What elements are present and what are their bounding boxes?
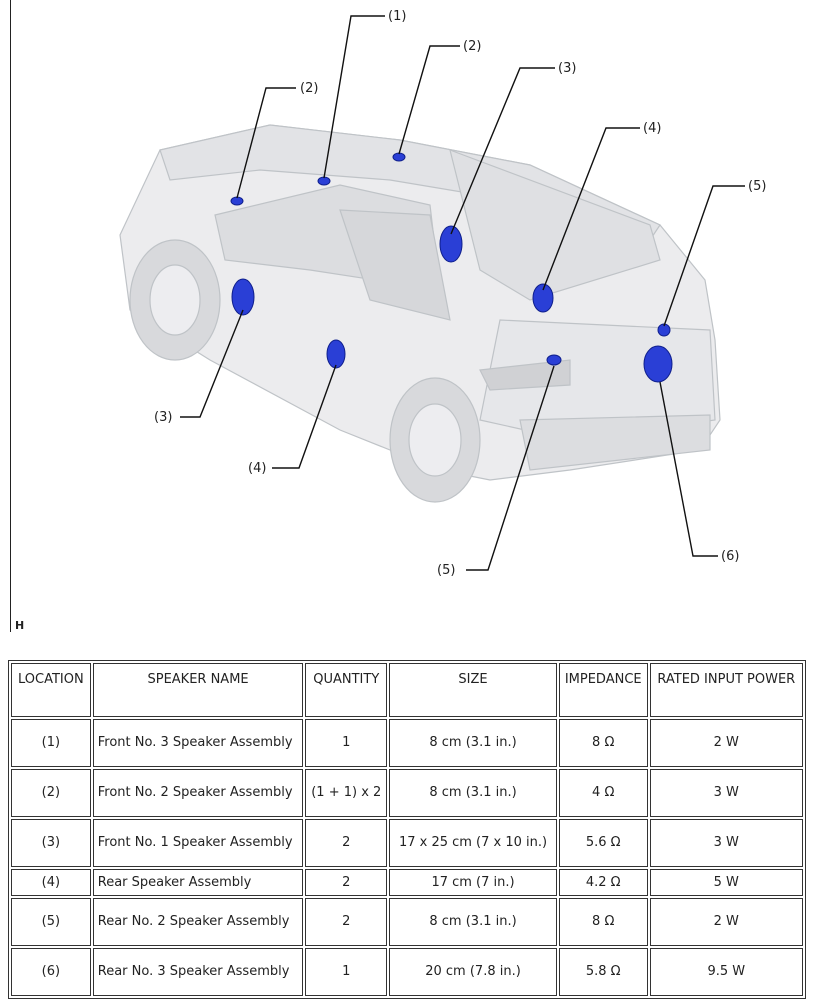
cell-location: (2) <box>11 769 91 817</box>
cell-speaker-name: Rear No. 2 Speaker Assembly <box>92 898 304 946</box>
cell-location: (3) <box>11 819 91 867</box>
cell-power: 2 W <box>649 719 803 767</box>
cell-power: 2 W <box>649 898 803 946</box>
callout-2-right: (2) <box>463 39 481 54</box>
cell-location: (4) <box>11 869 91 896</box>
cell-impedance: 8 Ω <box>558 719 648 767</box>
cell-speaker-name: Front No. 2 Speaker Assembly <box>92 769 304 817</box>
speaker-markers <box>230 152 673 383</box>
speaker-marker-3-right <box>439 225 463 263</box>
speaker-marker-4-right <box>532 283 554 313</box>
cell-quantity: 2 <box>305 819 388 867</box>
table-row: (2) Front No. 2 Speaker Assembly (1 + 1)… <box>11 769 803 817</box>
cell-impedance: 5.6 Ω <box>558 819 648 867</box>
cell-power: 3 W <box>649 769 803 817</box>
cell-impedance: 4 Ω <box>558 769 648 817</box>
speaker-spec-table: LOCATION SPEAKER NAME QUANTITY SIZE IMPE… <box>8 660 806 999</box>
table-row: (6) Rear No. 3 Speaker Assembly 1 20 cm … <box>11 948 803 996</box>
cell-location: (1) <box>11 719 91 767</box>
speaker-marker-2-left <box>230 196 244 206</box>
header-quantity: QUANTITY <box>305 663 388 717</box>
cell-quantity: 2 <box>305 898 388 946</box>
cell-speaker-name: Rear Speaker Assembly <box>92 869 304 896</box>
callout-3-left: (3) <box>154 410 172 425</box>
cell-size: 8 cm (3.1 in.) <box>389 769 557 817</box>
callout-6: (6) <box>721 549 739 564</box>
cell-speaker-name: Rear No. 3 Speaker Assembly <box>92 948 304 996</box>
header-impedance: IMPEDANCE <box>558 663 648 717</box>
table-row: (1) Front No. 3 Speaker Assembly 1 8 cm … <box>11 719 803 767</box>
figure-mark: H <box>15 619 25 632</box>
speaker-marker-2-right <box>392 152 406 162</box>
cell-impedance: 8 Ω <box>558 898 648 946</box>
callout-5-right: (5) <box>748 179 766 194</box>
cell-quantity: 2 <box>305 869 388 896</box>
cell-speaker-name: Front No. 3 Speaker Assembly <box>92 719 304 767</box>
callout-2-left: (2) <box>300 81 318 96</box>
leader-lines <box>180 15 745 571</box>
header-rated-input-power: RATED INPUT POWER <box>649 663 803 717</box>
figure-left-border <box>10 0 11 632</box>
cell-power: 9.5 W <box>649 948 803 996</box>
table-row: (5) Rear No. 2 Speaker Assembly 2 8 cm (… <box>11 898 803 946</box>
cell-quantity: 1 <box>305 719 388 767</box>
callout-3-right: (3) <box>558 61 576 76</box>
vehicle-illustration <box>119 124 721 503</box>
speaker-location-illustration: (1) (2) (2) (3) (3) (4) (4) (5) (5) (6) <box>119 9 766 578</box>
cell-impedance: 5.8 Ω <box>558 948 648 996</box>
cell-quantity: (1 + 1) x 2 <box>305 769 388 817</box>
cell-speaker-name: Front No. 1 Speaker Assembly <box>92 819 304 867</box>
speaker-marker-5-gate <box>546 354 562 366</box>
cell-quantity: 1 <box>305 948 388 996</box>
cell-size: 20 cm (7.8 in.) <box>389 948 557 996</box>
header-size: SIZE <box>389 663 557 717</box>
callout-5-left: (5) <box>437 563 455 578</box>
cell-power: 3 W <box>649 819 803 867</box>
header-location: LOCATION <box>11 663 91 717</box>
cell-location: (6) <box>11 948 91 996</box>
header-speaker-name: SPEAKER NAME <box>92 663 304 717</box>
callout-4-right: (4) <box>643 121 661 136</box>
speaker-marker-3-door <box>231 278 255 316</box>
cell-size: 8 cm (3.1 in.) <box>389 898 557 946</box>
speaker-marker-1 <box>317 176 331 186</box>
speaker-marker-6 <box>643 345 673 383</box>
cell-power: 5 W <box>649 869 803 896</box>
cell-location: (5) <box>11 898 91 946</box>
speaker-marker-4-door <box>326 339 346 369</box>
cell-size: 17 cm (7 in.) <box>389 869 557 896</box>
cell-impedance: 4.2 Ω <box>558 869 648 896</box>
table-header-row: LOCATION SPEAKER NAME QUANTITY SIZE IMPE… <box>11 663 803 717</box>
callout-4-left: (4) <box>248 461 266 476</box>
cell-size: 17 x 25 cm (7 x 10 in.) <box>389 819 557 867</box>
table-row: (3) Front No. 1 Speaker Assembly 2 17 x … <box>11 819 803 867</box>
cell-size: 8 cm (3.1 in.) <box>389 719 557 767</box>
table-row: (4) Rear Speaker Assembly 2 17 cm (7 in.… <box>11 869 803 896</box>
callout-1: (1) <box>388 9 406 24</box>
